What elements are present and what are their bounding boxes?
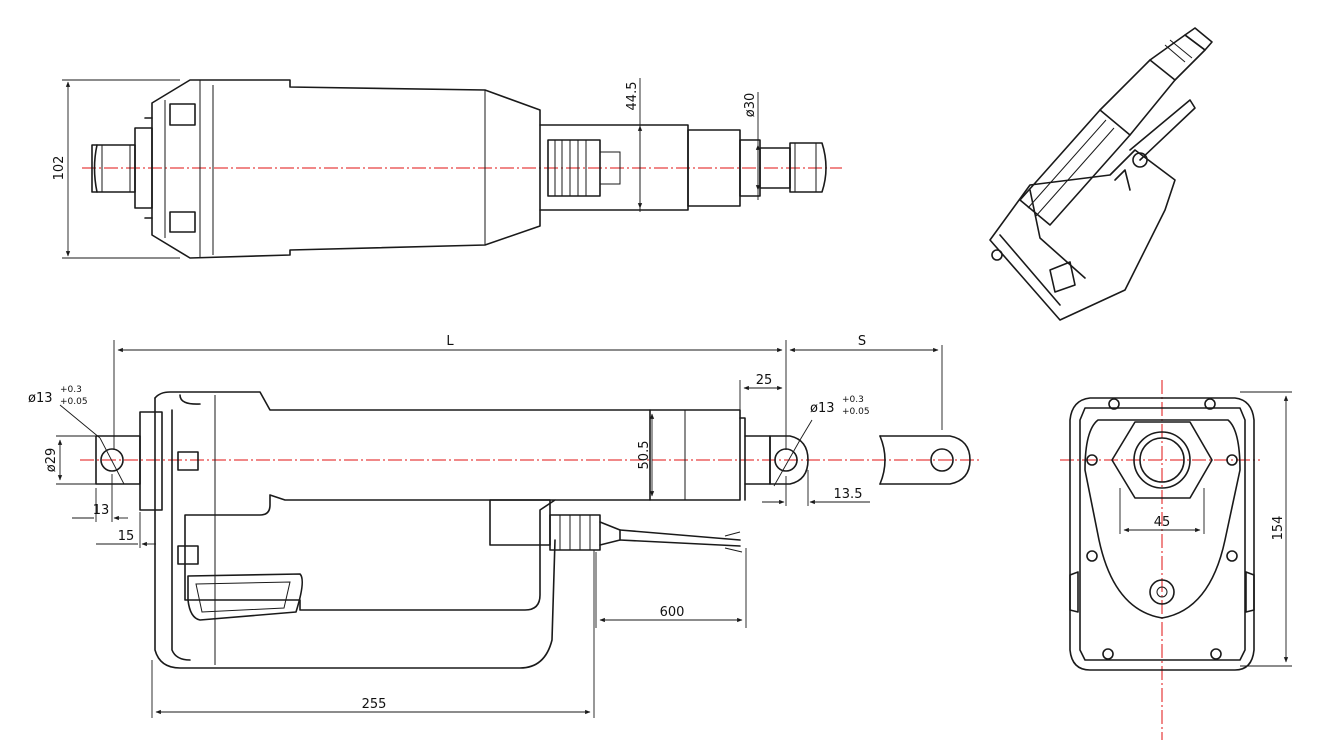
dim-102-label: 102 [52, 156, 67, 181]
dim-50-5-label: 50.5 [637, 441, 652, 470]
dim-25-label: 25 [756, 373, 773, 388]
dim-13-label: 13 [93, 503, 110, 518]
dim-s-label: S [858, 334, 866, 349]
isometric-view [989, 27, 1213, 321]
dim-255-label: 255 [362, 697, 387, 712]
hole-left-tol-up: +0.3 [60, 385, 82, 395]
hole-left-tol-down: +0.05 [60, 397, 88, 407]
dim-d29-label: ø29 [44, 448, 59, 473]
hole-right-tol-down: +0.05 [842, 407, 870, 417]
dim-44-5-label: 44.5 [625, 82, 640, 111]
dim-154-label: 154 [1271, 516, 1286, 541]
dim-15-label: 15 [118, 529, 135, 544]
dim-600-label: 600 [660, 605, 685, 620]
side-view: L S ø13 +0.3 +0.05 ø13 +0.3 +0.05 25 50.… [28, 334, 980, 718]
hole-left-label: ø13 [28, 391, 53, 406]
end-view: 45 154 [1060, 380, 1292, 740]
hole-right-label: ø13 [810, 401, 835, 416]
dim-l-label: L [446, 334, 454, 349]
dim-d30-label: ø30 [743, 93, 758, 118]
dim-13-5-label: 13.5 [834, 487, 863, 502]
top-view: 102 44.5 ø30 [52, 78, 842, 259]
hole-right-tol-up: +0.3 [842, 395, 864, 405]
dim-45-label: 45 [1154, 515, 1171, 530]
